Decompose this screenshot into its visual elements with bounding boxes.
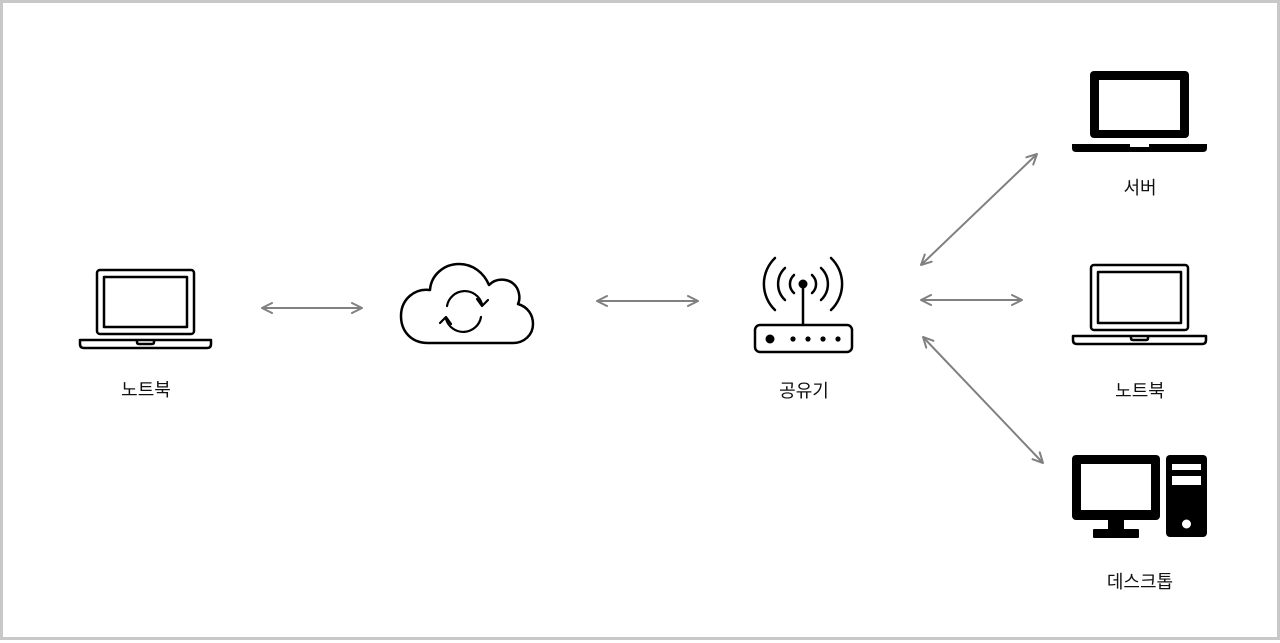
edge-router-server: [920, 153, 1038, 266]
desktop-label: 데스크톱: [1106, 572, 1174, 593]
router-label: 공유기: [779, 381, 829, 402]
left-laptop-label: 노트북: [121, 380, 171, 401]
server-label: 서버: [1123, 178, 1157, 199]
laptop-solid-icon: [1072, 71, 1207, 152]
network-diagram: [78, 71, 1208, 538]
laptop-outline-icon: [1071, 263, 1208, 346]
edge-router-desktop: [922, 336, 1044, 464]
wifi-router-icon: [753, 256, 854, 354]
cloud-sync-icon: [399, 262, 535, 345]
laptop-outline-icon: [78, 268, 213, 350]
desktop-computer-icon: [1072, 455, 1207, 538]
right-laptop-label: 노트북: [1115, 381, 1165, 402]
